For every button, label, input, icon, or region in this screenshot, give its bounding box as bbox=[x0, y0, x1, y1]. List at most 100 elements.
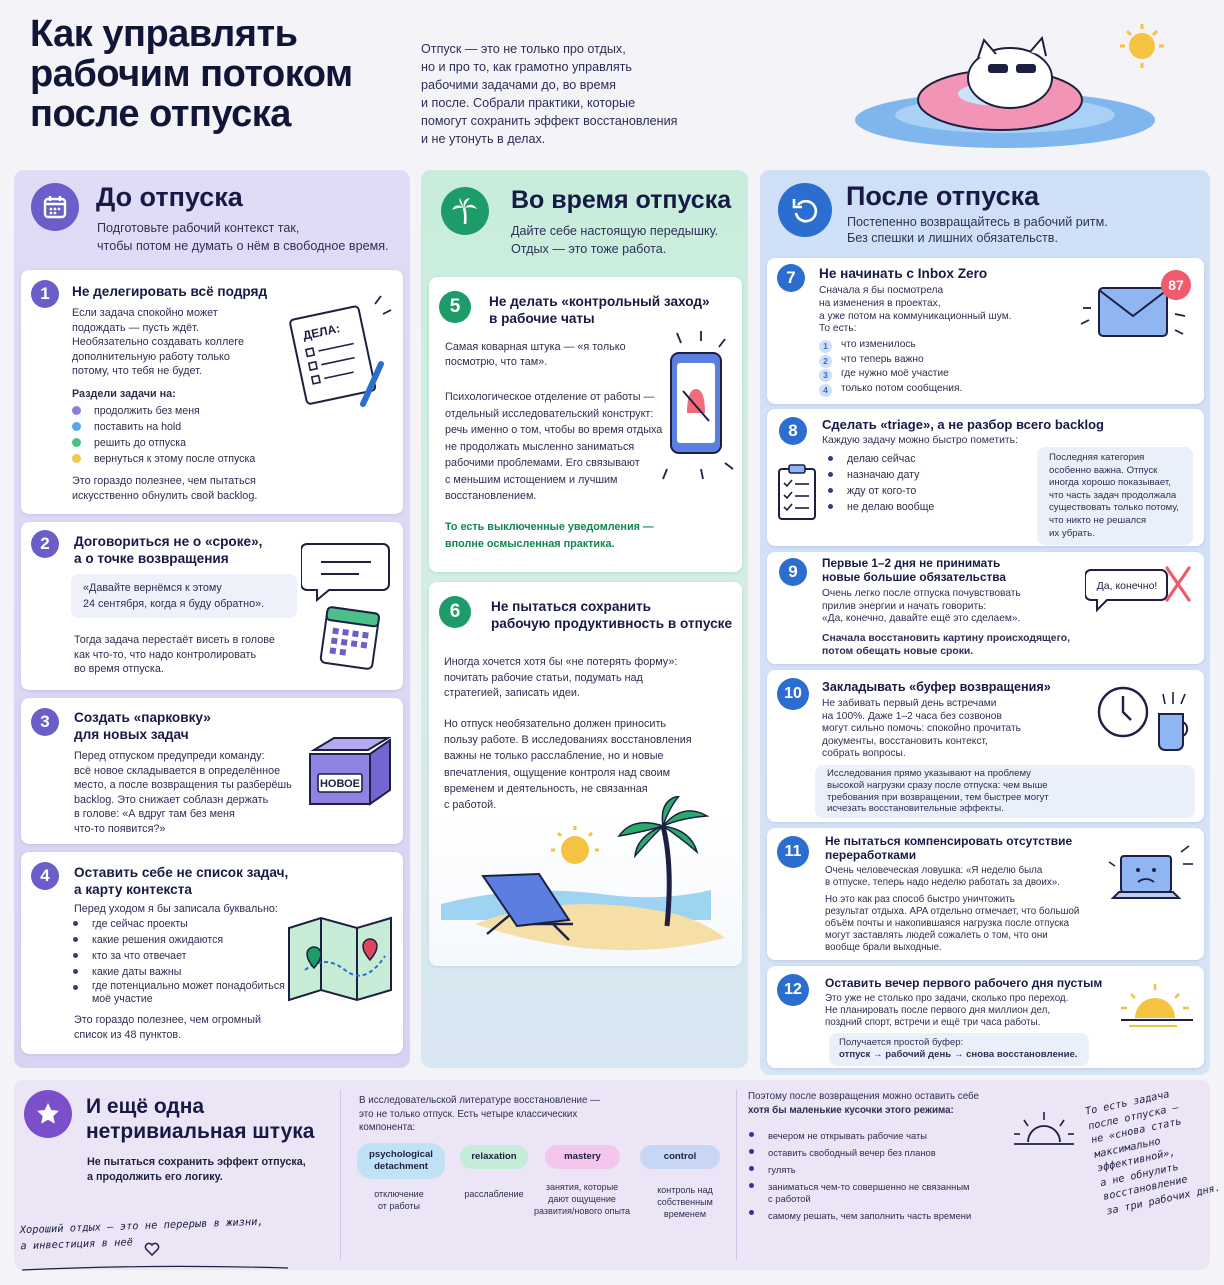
text-line: потому, что тебя не будет. bbox=[72, 365, 202, 378]
bottom-section bbox=[14, 1080, 1210, 1270]
note-line: Исследования прямо указывают на проблему bbox=[827, 768, 1031, 779]
item-number: 1 bbox=[819, 340, 832, 353]
text-line: на изменения в проектах, bbox=[819, 297, 941, 309]
sad-laptop-icon bbox=[1108, 845, 1193, 899]
list-item: самому решать, чем заполнить часть време… bbox=[746, 1205, 971, 1227]
step-number: 6 bbox=[439, 596, 471, 628]
sunrise-icon bbox=[1014, 1112, 1074, 1145]
list-item: какие даты важны bbox=[70, 964, 300, 980]
text-line: дополнительную работу только bbox=[72, 350, 230, 363]
triage-list: делаю сейчас назначаю дату жду от кого-т… bbox=[825, 451, 934, 515]
text-line: собрать вопросы. bbox=[822, 748, 906, 760]
intro-line: и после. Собрали практики, которые bbox=[421, 96, 636, 110]
intro-line: и не утонуть в делах. bbox=[421, 132, 546, 146]
list-item: назначаю дату bbox=[825, 467, 934, 483]
card-title: Не пытаться компенсировать отсутствие пе… bbox=[825, 834, 1072, 862]
card-2: 2 Договориться не о «сроке», а о точке в… bbox=[21, 522, 403, 690]
divider bbox=[736, 1090, 737, 1260]
intro-line: рабочими задачами до, во время bbox=[421, 78, 616, 92]
text-line: пользу работе. В исследованиях восстанов… bbox=[444, 734, 692, 747]
title-line: Договориться не о «сроке», bbox=[74, 534, 263, 549]
pill-label: relaxation bbox=[471, 1151, 517, 1162]
list-item: оставить свободный вечер без планов bbox=[746, 1144, 971, 1161]
note-line: высокой нагрузки сразу после отпуска: че… bbox=[827, 779, 1048, 791]
note-line: что часть задач продолжала bbox=[1049, 489, 1177, 501]
caption-line: расслабление bbox=[464, 1189, 524, 1199]
list-item: жду от кого-то bbox=[825, 483, 934, 499]
item-line: заниматься чем-то совершенно не связанны… bbox=[768, 1181, 970, 1192]
text-line: То есть выключенные уведомления — bbox=[445, 521, 654, 533]
card-text: Очень легко после отпуска почувствовать … bbox=[822, 588, 1021, 626]
research-note: Исследования прямо указывают на проблему… bbox=[815, 765, 1195, 819]
text-line: во время отпуска. bbox=[74, 663, 164, 676]
card-title: Не начинать с Inbox Zero bbox=[819, 266, 988, 281]
card-5: 5 Не делать «контрольный заход» в рабочи… bbox=[429, 277, 742, 572]
card-title: Не пытаться сохранить рабочую продуктивн… bbox=[491, 598, 732, 632]
list-item: решить до отпуска bbox=[72, 435, 255, 451]
mail-icon bbox=[1080, 287, 1186, 337]
card-conclusion: Сначала восстановить картину происходяще… bbox=[822, 632, 1070, 658]
note-line: что никто не решался bbox=[1049, 514, 1147, 526]
item-label: что изменилось bbox=[841, 339, 916, 350]
card-title: Договориться не о «сроке», а о точке воз… bbox=[74, 533, 262, 567]
text-line: восстановлением. bbox=[445, 490, 537, 502]
text-line: хотя бы маленькие кусочки этого режима: bbox=[748, 1104, 954, 1116]
return-arrow-icon bbox=[778, 183, 832, 237]
caption-line: дают ощущение bbox=[548, 1194, 616, 1204]
subtitle-line: Не пытаться сохранить эффект отпуска, bbox=[87, 1156, 306, 1168]
item-label: поставить на hold bbox=[94, 421, 182, 433]
title-line: для новых задач bbox=[74, 727, 189, 742]
card-text: Сначала я бы посмотрела на изменения в п… bbox=[819, 285, 1012, 336]
card-conclusion: То есть выключенные уведомления — вполне… bbox=[445, 519, 654, 553]
text-line: Очень легко после отпуска почувствовать bbox=[822, 588, 1021, 599]
title-line: И ещё одна bbox=[86, 1095, 205, 1118]
text-line: место, а после возвращения ты разберёшь bbox=[74, 779, 292, 792]
note-line: иногда хорошо показывает, bbox=[1049, 477, 1171, 489]
text-line: документы, восстановить контекст, bbox=[822, 735, 988, 747]
before-subtitle: Подготовьте рабочий контекст так, чтобы … bbox=[97, 219, 389, 255]
quote-line: 24 сентября, когда я буду обратно». bbox=[83, 598, 265, 610]
text-line: вполне осмысленная практика. bbox=[445, 538, 615, 550]
pill-mastery: mastery bbox=[545, 1145, 620, 1169]
title-line: в рабочие чаты bbox=[489, 311, 595, 326]
caption-line: собственным bbox=[657, 1197, 713, 1207]
title-line: рабочую продуктивность в отпуске bbox=[491, 616, 733, 631]
text-line: на 100%. Даже 1–2 часа без созвонов bbox=[822, 710, 1002, 722]
clipboard-icon bbox=[778, 464, 816, 520]
note-line: исчезать восстановительные эффекты. bbox=[827, 803, 1004, 815]
text-line: Это гораздо полезнее, чем огромный bbox=[74, 1014, 261, 1026]
text-line: Психологическое отделение от работы — bbox=[445, 391, 655, 403]
text-line: Не планировать после первого дня миллион… bbox=[825, 1005, 1051, 1017]
card-12: 12 Оставить вечер первого рабочего дня п… bbox=[767, 966, 1204, 1068]
card-text: Иногда хочется хотя бы «не потерять форм… bbox=[444, 655, 677, 702]
pill-caption: расслабление bbox=[454, 1188, 534, 1200]
intro-line: Отпуск — это не только про отдых, bbox=[421, 42, 626, 56]
subtitle-line: а продолжить его логику. bbox=[87, 1171, 223, 1183]
item-line: моё участие bbox=[92, 993, 153, 1005]
note-line: Последняя категория bbox=[1049, 452, 1145, 463]
text-line: Это гораздо полезнее, чем пытаться bbox=[72, 475, 256, 487]
card-1: 1 Не делегировать всё подряд Если задача… bbox=[21, 270, 403, 514]
step-number: 7 bbox=[777, 264, 805, 292]
item-label: только потом сообщения. bbox=[841, 382, 963, 394]
pill-relaxation: relaxation bbox=[460, 1145, 528, 1169]
card-title: Создать «парковку» для новых задач bbox=[74, 709, 211, 743]
title-line: а о точке возвращения bbox=[74, 551, 229, 566]
after-title: После отпуска bbox=[846, 181, 1040, 211]
map-icon bbox=[288, 916, 392, 1002]
step-number: 11 bbox=[777, 836, 809, 868]
mode-list: вечером не открывать рабочие чаты остави… bbox=[746, 1127, 971, 1227]
item-label: решить до отпуска bbox=[94, 437, 187, 449]
item-label: где нужно моё участие bbox=[841, 368, 949, 380]
pill-label: mastery bbox=[564, 1151, 601, 1162]
mode-intro: Поэтому после возвращения можно оставить… bbox=[748, 1090, 979, 1117]
title-line: после отпуска bbox=[30, 93, 291, 135]
step-number: 8 bbox=[779, 417, 807, 445]
subtitle-line: Дайте себе настоящую передышку. bbox=[511, 224, 719, 238]
subtitle-line: Подготовьте рабочий контекст так, bbox=[97, 221, 300, 235]
card-title: Оставить вечер первого рабочего дня пуст… bbox=[825, 976, 1103, 990]
